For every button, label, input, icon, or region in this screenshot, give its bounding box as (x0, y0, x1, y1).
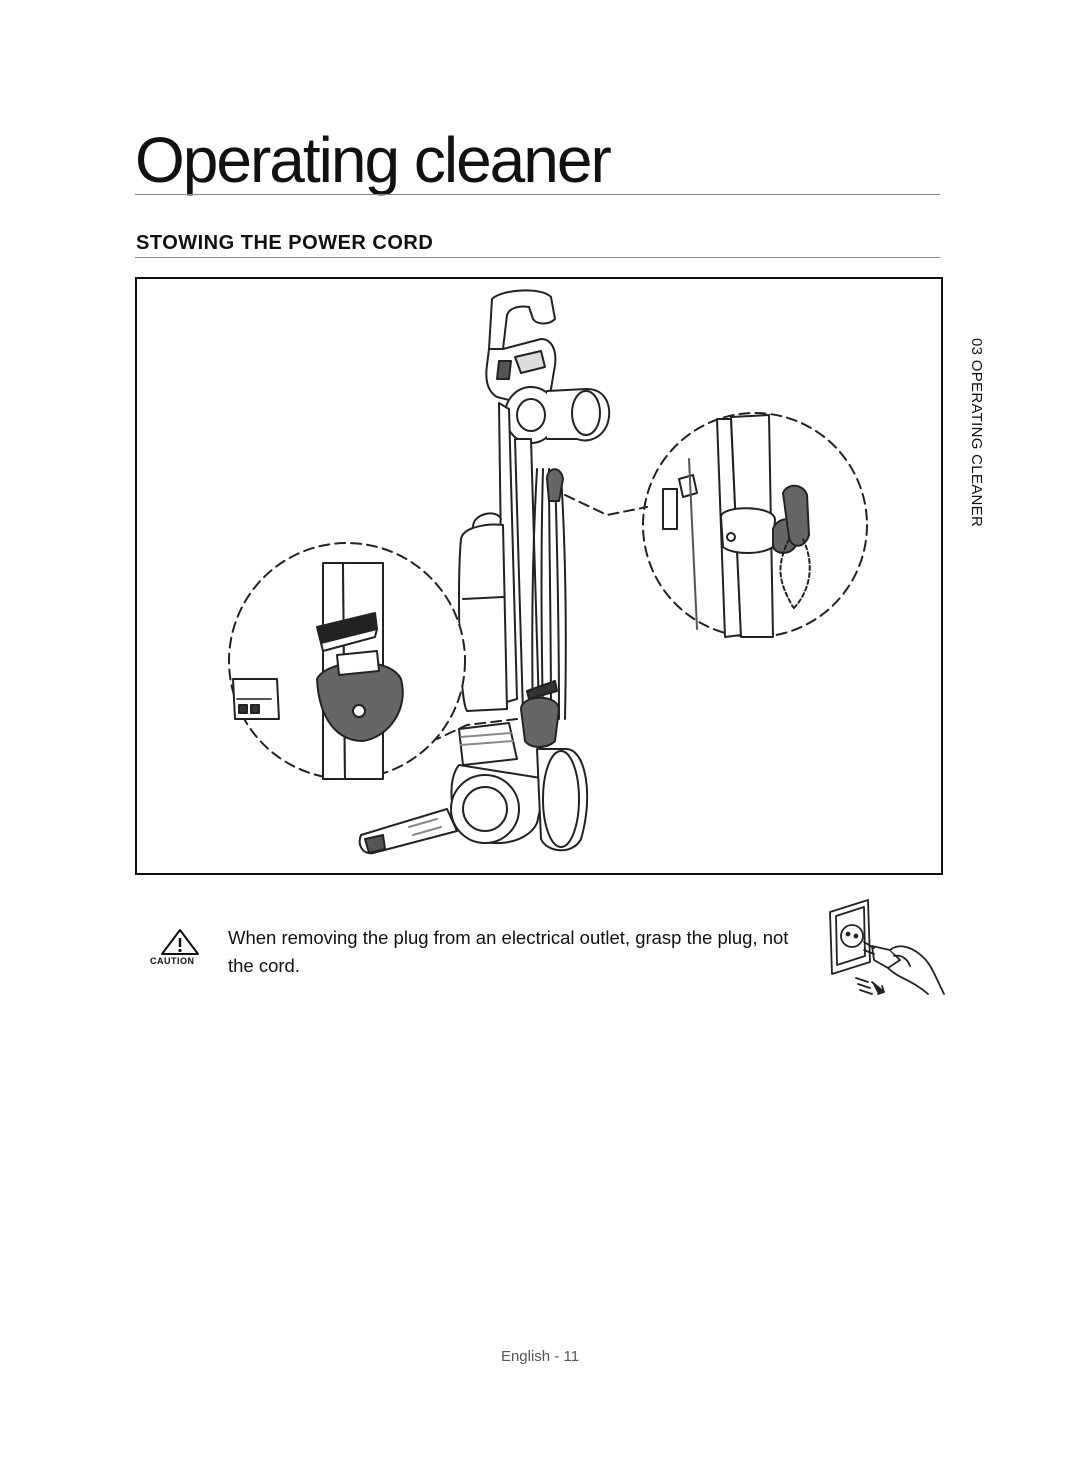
chapter-label: 03 OPERATING CLEANER (968, 338, 985, 528)
title-divider (135, 194, 940, 195)
page-title: Operating cleaner (135, 124, 612, 196)
hand-pulling-plug-icon (829, 899, 945, 995)
vacuum-cord-stowing-illustration (228, 289, 868, 855)
section-title: STOWING THE POWER CORD (136, 232, 434, 254)
caution-text: When removing the plug from an electrica… (228, 927, 789, 976)
warning-triangle-icon (161, 929, 199, 955)
vacuum-illustration-frame (135, 277, 943, 875)
page-footer: English - 11 (500, 1348, 580, 1365)
chapter-side-tab: 03 OPERATING CLEANER (957, 338, 987, 578)
caution-label: CAUTION (150, 956, 195, 966)
section-divider (135, 257, 940, 258)
